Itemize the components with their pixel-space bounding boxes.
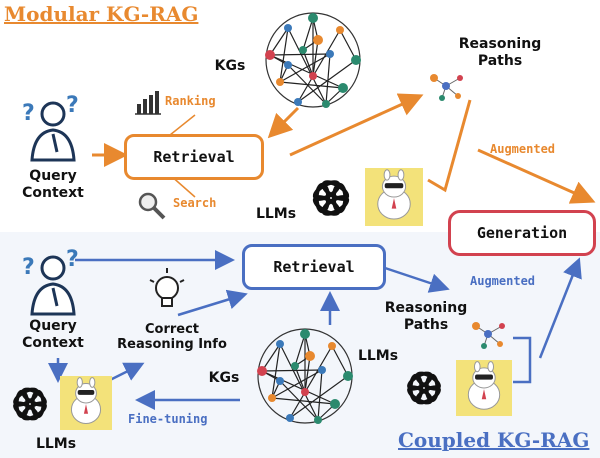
openai-logo-icon-coupled-left	[13, 387, 47, 421]
arrow-llms-to-reasoning	[109, 362, 145, 382]
svg-text:?: ?	[66, 93, 79, 118]
llama-icon-coupled-right	[456, 360, 512, 416]
modular-section	[0, 0, 600, 232]
user-question-icon-coupled: ? ?	[22, 247, 79, 316]
retrieval-box-coupled: Retrieval	[242, 244, 386, 290]
reasoning-paths-icon-coupled	[472, 322, 505, 349]
arrow-augmented-to-generation	[477, 148, 596, 204]
fine-tuning-label: Fine-tuning	[128, 412, 208, 426]
ranking-label: Ranking	[165, 94, 216, 108]
svg-text:?: ?	[22, 101, 35, 126]
arrow-to-generation	[538, 257, 582, 359]
knowledge-graph-icon-coupled	[257, 328, 353, 424]
llms-label-coupled-right: LLMs	[357, 348, 399, 364]
search-label: Search	[173, 196, 217, 210]
query-context-label: Query Context	[22, 168, 84, 201]
kgs-label: KGs	[214, 58, 246, 74]
arrow-retrieval-to-paths	[289, 93, 424, 157]
user-question-icon: ? ?	[22, 93, 79, 162]
arrow-kgs-to-retrieval	[267, 106, 300, 139]
openai-logo-icon-coupled-right	[407, 371, 441, 405]
reasoning-paths-icon	[430, 74, 463, 101]
svg-text:?: ?	[66, 247, 79, 272]
bracket-paths-llms	[513, 336, 532, 384]
magnifier-icon	[138, 192, 166, 220]
augmented-label-coupled: Augmented	[470, 274, 536, 288]
chart-icon	[135, 91, 161, 115]
knowledge-graph-icon	[265, 12, 361, 108]
correct-reasoning-label: Correct Reasoning Info	[117, 322, 227, 352]
arrow-retrieval-to-paths-coupled	[384, 266, 450, 293]
svg-text:?: ?	[22, 255, 35, 280]
coupled-title: Coupled KG-RAG	[398, 428, 590, 452]
lightbulb-icon	[149, 268, 185, 307]
retrieval-box: Retrieval	[124, 134, 264, 180]
llama-icon-coupled-left	[60, 376, 112, 430]
modular-title: Modular KG-RAG	[4, 2, 199, 26]
kgs-label-coupled: KGs	[208, 370, 240, 386]
ranking-connector	[169, 114, 196, 136]
llms-label-coupled-left: LLMs	[35, 436, 77, 452]
llama-icon	[365, 168, 423, 226]
llms-label: LLMs	[255, 206, 297, 222]
reasoning-paths-label-coupled: Reasoning Paths	[384, 300, 468, 333]
augmented-label: Augmented	[490, 142, 556, 156]
arrow-reasoning-to-retrieval	[177, 289, 248, 317]
reasoning-paths-label: Reasoning Paths	[458, 36, 542, 69]
arrow-llms-to-paths	[427, 99, 472, 193]
openai-logo-icon	[312, 180, 350, 216]
generation-box: Generation	[448, 210, 596, 256]
query-context-label-coupled: Query Context	[22, 318, 84, 351]
